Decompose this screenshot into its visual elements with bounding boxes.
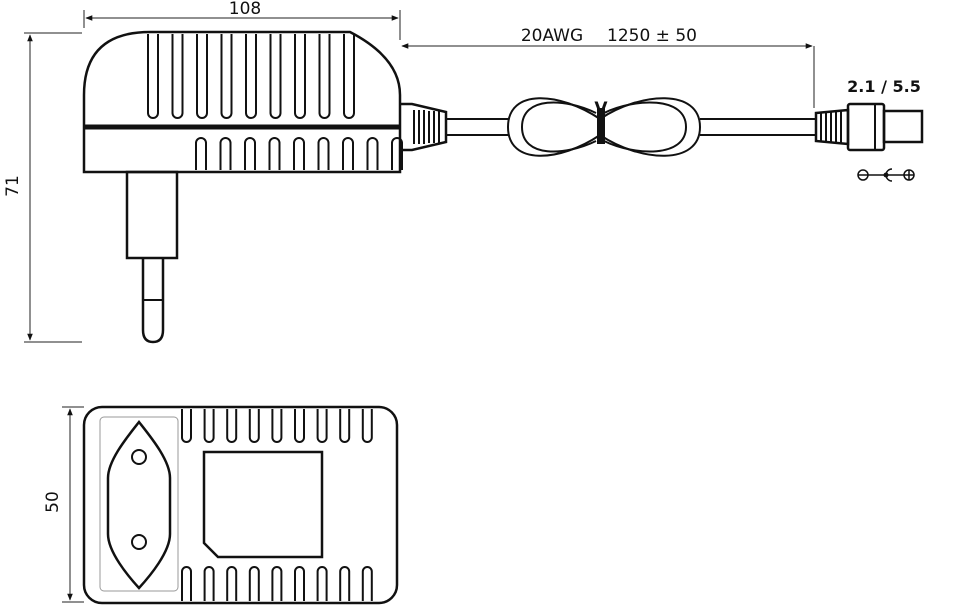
top-view: 50: [43, 405, 399, 605]
vent-slot: [361, 409, 373, 443]
vent-slot: [294, 409, 305, 443]
vent-slot: [220, 34, 233, 119]
center-positive-polarity-icon: [857, 168, 915, 182]
vent-slot: [244, 137, 256, 170]
top-view-upper-vents: [181, 409, 373, 443]
adapter-body-top: [82, 405, 399, 605]
vent-slot: [317, 137, 330, 170]
vent-slot: [226, 409, 238, 443]
vent-slot: [316, 409, 328, 443]
vent-slot: [342, 137, 354, 170]
adapter-body-side: [82, 30, 403, 174]
depth-dimension: 50: [43, 406, 84, 603]
vent-slot: [203, 566, 215, 601]
vent-slot: [181, 566, 192, 601]
label-window: [202, 450, 324, 559]
width-dimension-label: 108: [229, 0, 261, 19]
vent-slot: [316, 566, 328, 601]
lower-vent-slots: [195, 137, 403, 170]
vent-slot: [147, 34, 159, 119]
vent-slot: [195, 137, 207, 170]
vent-slot: [268, 137, 281, 170]
cable-tie-mark: V: [594, 99, 608, 119]
vent-slot: [343, 34, 355, 119]
width-dimension: 108: [83, 0, 401, 40]
vent-slot: [339, 566, 351, 601]
vent-slot: [269, 34, 282, 119]
cable-length-label: 1250 ± 50: [607, 26, 697, 46]
vent-slot: [271, 566, 283, 601]
vent-slot: [226, 566, 238, 601]
top-view-lower-vents: [181, 566, 373, 601]
vent-slot: [318, 34, 331, 119]
vent-slot: [294, 566, 305, 601]
vent-slot: [219, 137, 232, 170]
cable-gauge-label: 20AWG: [521, 26, 583, 46]
dc-connector: 2.1 / 5.5: [814, 77, 924, 152]
cable-length-dimension: 20AWG 1250 ± 50: [401, 26, 815, 108]
vent-slot: [245, 34, 257, 119]
socket-face: [99, 416, 179, 592]
plug-prong: [125, 170, 179, 344]
vent-slot: [271, 409, 283, 443]
vent-slot: [196, 34, 208, 119]
vent-slot: [366, 137, 379, 170]
height-dimension: 71: [3, 32, 82, 343]
vent-slot: [339, 409, 351, 443]
vent-slot: [171, 34, 184, 119]
connector-size-label: 2.1 / 5.5: [847, 77, 921, 96]
vent-slot: [181, 409, 192, 443]
vent-slot: [391, 137, 403, 170]
cable: V: [446, 97, 816, 157]
vent-slot: [203, 409, 215, 443]
upper-vent-slots: [147, 34, 355, 119]
height-dimension-label: 71: [3, 175, 23, 197]
vent-slot: [294, 34, 306, 119]
side-view: 108 71: [3, 0, 924, 344]
vent-slot: [293, 137, 305, 170]
vent-slot: [248, 566, 260, 601]
depth-dimension-label: 50: [43, 491, 63, 513]
vent-slot: [248, 409, 260, 443]
strain-relief-body: [400, 102, 448, 152]
vent-slot: [361, 566, 373, 601]
